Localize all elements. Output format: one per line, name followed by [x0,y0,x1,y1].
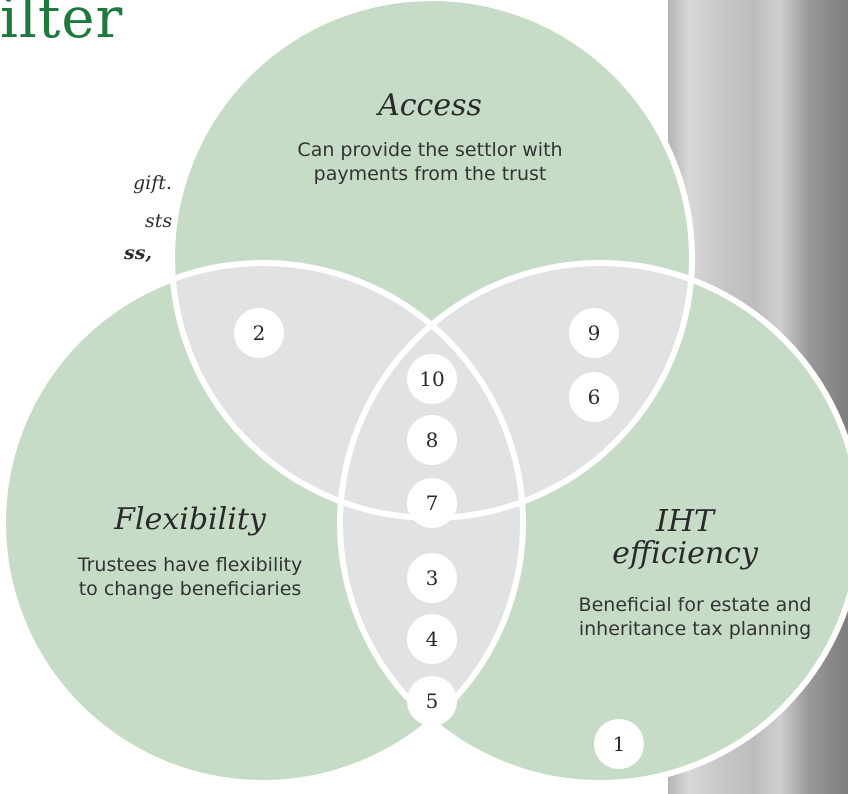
number-badge: 8 [407,415,457,465]
flexibility-outline [0,260,526,786]
number-badge: 1 [594,719,644,769]
number-badge: 7 [407,478,457,528]
flexibility-iht-overlap [340,263,523,783]
number-badge: 10 [407,354,457,404]
number-badge: 3 [407,553,457,603]
number-badge: 5 [407,676,457,726]
iht-description: Beneficial for estate and inheritance ta… [578,594,812,640]
number-badge: 2 [234,308,284,358]
access-title: Access [378,88,482,123]
venn-overlaps [172,263,692,783]
intro-text-line-2: sts [145,210,173,232]
number-badge: 6 [569,372,619,422]
flexibility-title: Flexibility [114,502,266,537]
iht-title-line-1: IHT [655,504,715,539]
number-badge: 9 [569,308,619,358]
number-badge: 4 [407,614,457,664]
intro-text-line-1: gift. [133,172,172,194]
flexibility-description: Trustees have flexibility to change bene… [77,554,303,600]
iht-title-line-2: efficiency [612,536,758,571]
iht-outline [337,260,848,786]
page-heading: ilter [0,0,124,51]
intro-text-line-3: ss, [124,242,153,264]
access-description: Can provide the settlor with payments fr… [297,139,563,185]
